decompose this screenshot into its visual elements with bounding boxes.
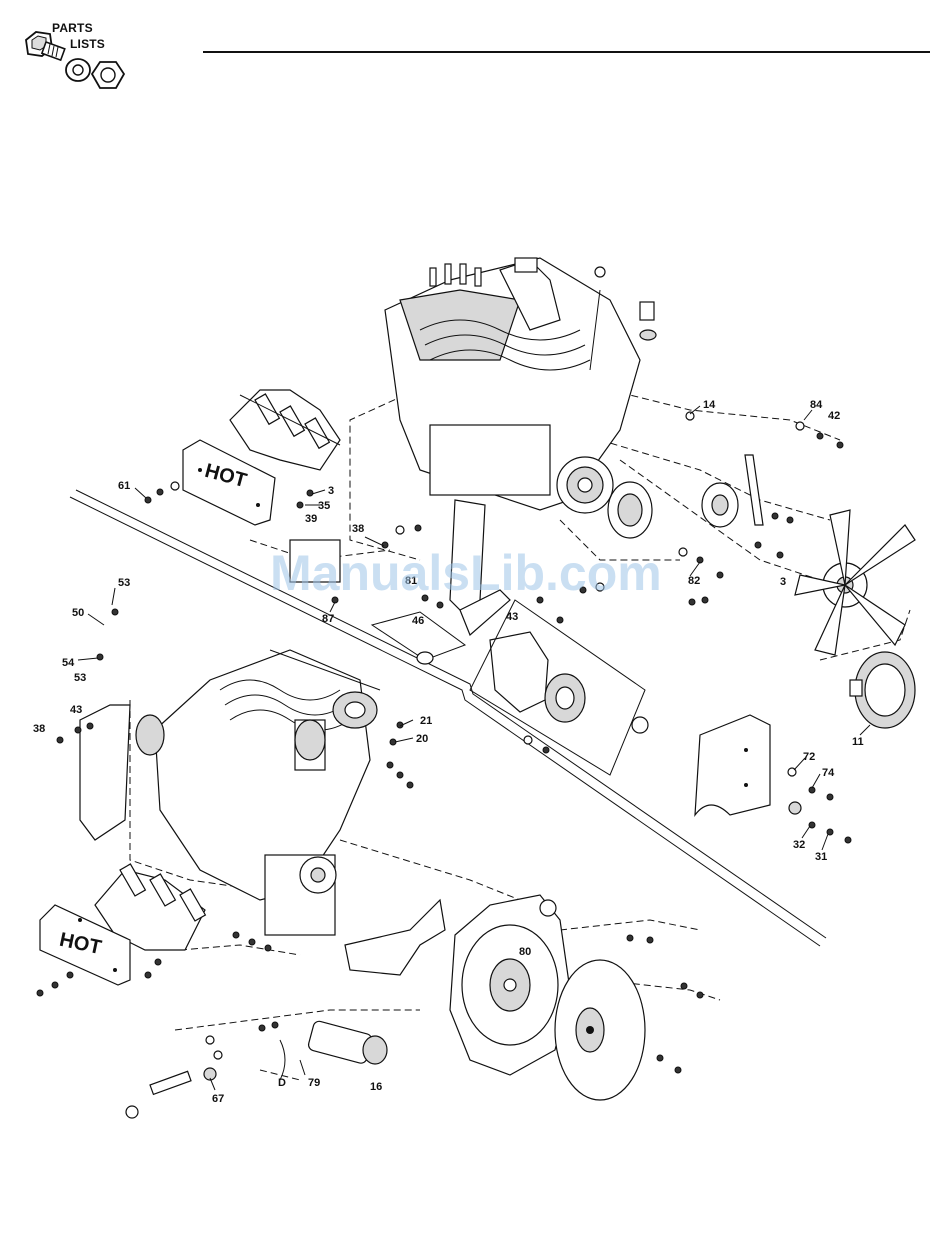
- callout-20: 20: [416, 733, 428, 745]
- flywheel-housing: [450, 895, 570, 1075]
- starter-motor: [280, 1020, 387, 1080]
- cooling-fan: [795, 510, 915, 655]
- callout-11: 11: [852, 736, 864, 748]
- exhaust-manifold-top: [230, 390, 340, 470]
- fan-clutch: [850, 652, 915, 728]
- callout-32: 32: [793, 839, 805, 851]
- callout-31: 31: [815, 851, 827, 863]
- callout-61: 61: [118, 480, 130, 492]
- callout-87: 87: [322, 613, 334, 625]
- callout-21: 21: [420, 715, 432, 727]
- callout-14: 14: [703, 399, 716, 411]
- callout-d: D: [278, 1077, 286, 1089]
- callout-38-top: 38: [352, 523, 364, 535]
- callout-46: 46: [412, 615, 424, 627]
- callout-84: 84: [810, 399, 823, 411]
- callout-38-bottom: 38: [33, 723, 45, 735]
- callout-42: 42: [828, 410, 840, 422]
- engine-block-top: [385, 258, 656, 513]
- callout-3-right: 3: [780, 576, 786, 588]
- callout-72: 72: [803, 751, 815, 763]
- callout-79: 79: [308, 1077, 320, 1089]
- callout-53-top: 53: [118, 577, 130, 589]
- callout-82: 82: [688, 575, 700, 587]
- callout-80: 80: [519, 946, 531, 958]
- callout-39: 39: [305, 513, 317, 525]
- callout-35: 35: [318, 500, 330, 512]
- shroud-panel: [695, 715, 770, 815]
- callout-67: 67: [212, 1093, 224, 1105]
- gasket-bottom: [345, 900, 445, 975]
- callout-3-top: 3: [328, 485, 334, 497]
- watermark: ManualsLib.com: [270, 545, 662, 601]
- callout-53-bottom: 53: [74, 672, 86, 684]
- callout-16: 16: [370, 1081, 382, 1093]
- callout-43-center: 43: [506, 611, 518, 623]
- callout-74: 74: [822, 767, 835, 779]
- callout-43-left: 43: [70, 704, 82, 716]
- flywheel: [555, 960, 645, 1100]
- temperature-sender: [126, 1068, 216, 1118]
- callout-54: 54: [62, 657, 75, 669]
- callout-50: 50: [72, 607, 84, 619]
